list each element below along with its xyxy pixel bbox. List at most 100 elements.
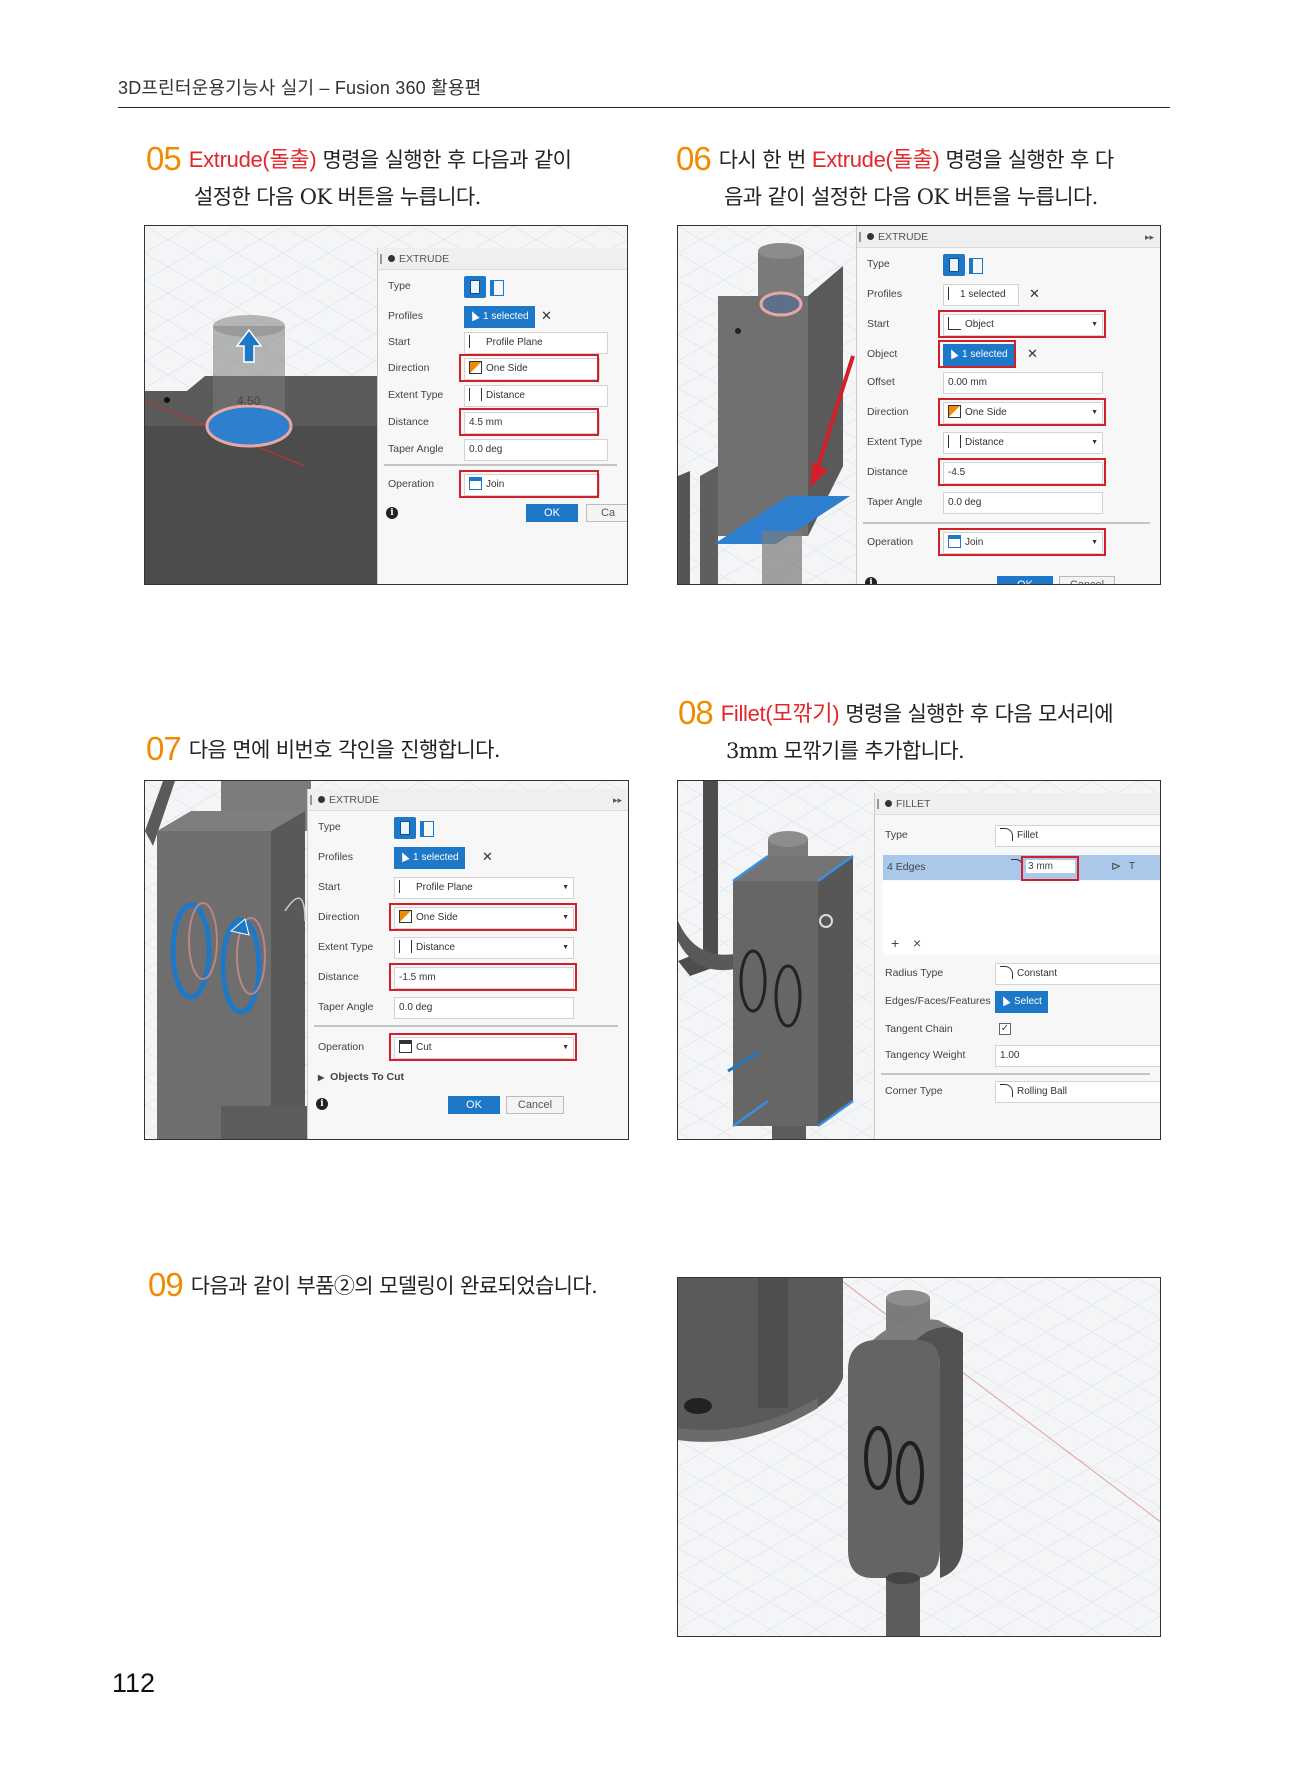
- collapse-icon[interactable]: [867, 233, 874, 240]
- step-number: 05: [146, 140, 182, 177]
- remove-icon[interactable]: ×: [913, 935, 922, 951]
- running-header: 3D프린터운용기능사 실기 – Fusion 360 활용편: [118, 74, 1170, 108]
- tangent-icon[interactable]: ⊳: [1111, 859, 1122, 873]
- clear-selection-icon[interactable]: ✕: [541, 308, 552, 323]
- select-button[interactable]: Select: [995, 991, 1048, 1013]
- command-name: Fillet(모깎기): [720, 701, 840, 726]
- tangent-chain-checkbox[interactable]: ✓: [999, 1023, 1011, 1035]
- row-offset: Offset 0.00 mm: [857, 370, 1160, 396]
- collapse-icon[interactable]: [885, 800, 892, 807]
- direction-dropdown[interactable]: One Side▼: [394, 907, 574, 929]
- join-icon: [948, 535, 961, 548]
- viewport-3d: [678, 1278, 1160, 1636]
- edges-list: [883, 881, 1160, 955]
- corner-type-dropdown[interactable]: Rolling Ball: [995, 1081, 1160, 1103]
- edges-selection-row[interactable]: 4 Edges 3 mm ⊳ T: [883, 855, 1160, 881]
- taper-angle-input[interactable]: 0.0 deg: [464, 439, 608, 461]
- highlight-box: [938, 458, 1106, 486]
- cancel-button[interactable]: Ca: [586, 504, 627, 522]
- profiles-selection[interactable]: 1 selected: [464, 306, 535, 328]
- screenshot-step-06: EXTRUDE▸▸ Type Profiles 1 selected ✕ Sta…: [677, 225, 1161, 585]
- collapse-icon[interactable]: [388, 255, 395, 262]
- instruction-text-2: 설정한 다음 OK 버튼을 누릅니다.: [194, 185, 481, 209]
- cursor-arrow-icon: [398, 850, 410, 863]
- distance-input[interactable]: 4.5 mm: [464, 412, 600, 434]
- join-icon: [469, 477, 482, 490]
- start-dropdown[interactable]: Object▼: [943, 314, 1103, 336]
- distance-input[interactable]: -1.5 mm: [394, 967, 574, 989]
- step-number: 07: [146, 730, 182, 767]
- radius-input[interactable]: 3 mm: [1026, 860, 1075, 873]
- highlight-box: [459, 408, 599, 436]
- extent-type-dropdown[interactable]: Distance: [464, 385, 608, 407]
- start-dropdown[interactable]: Profile Plane▼: [394, 877, 574, 899]
- one-side-icon: [469, 361, 482, 374]
- extent-type-dropdown[interactable]: Distance▼: [394, 937, 574, 959]
- info-icon[interactable]: i: [865, 577, 877, 584]
- viewport-3d: [678, 781, 854, 1139]
- offset-input[interactable]: 0.00 mm: [943, 372, 1103, 394]
- operation-dropdown[interactable]: Join: [464, 474, 600, 496]
- ok-button[interactable]: OK: [526, 504, 578, 522]
- highlight-box: [459, 354, 599, 382]
- thin-extrude-icon[interactable]: [969, 258, 983, 274]
- clear-selection-icon[interactable]: ✕: [482, 849, 493, 864]
- highlight-box: [389, 963, 577, 991]
- info-icon[interactable]: i: [386, 507, 398, 519]
- profiles-selection[interactable]: 1 selected: [943, 284, 1019, 306]
- screenshot-step-09: [677, 1277, 1161, 1637]
- cancel-button[interactable]: Cancel: [506, 1096, 564, 1114]
- row-direction: Direction One Side▼: [857, 398, 1160, 426]
- fillet-type-dropdown[interactable]: Fillet: [995, 825, 1160, 847]
- row-distance: Distance -4.5: [857, 458, 1160, 486]
- radius-type-dropdown[interactable]: Constant: [995, 963, 1160, 985]
- row-object: Object 1 selected ✕: [857, 340, 1160, 368]
- one-side-extrude-icon[interactable]: [464, 276, 486, 298]
- clear-selection-icon[interactable]: ✕: [1027, 346, 1038, 361]
- row-operation: Operation Cut▼: [308, 1033, 628, 1061]
- row-objects-to-cut[interactable]: ▶Objects To Cut: [318, 1071, 405, 1083]
- operation-dropdown[interactable]: Join▼: [943, 532, 1103, 554]
- object-icon: [948, 317, 961, 330]
- object-selection[interactable]: 1 selected: [943, 344, 1014, 366]
- tangency-weight-input[interactable]: 1.00: [995, 1045, 1160, 1067]
- cut-icon: [399, 1040, 412, 1053]
- step-number: 06: [676, 140, 712, 177]
- add-icon[interactable]: +: [891, 935, 900, 951]
- viewport-3d: [145, 781, 311, 1139]
- taper-angle-input[interactable]: 0.0 deg: [394, 997, 574, 1019]
- ok-button[interactable]: OK: [448, 1096, 500, 1114]
- one-side-extrude-icon[interactable]: [394, 817, 416, 839]
- extent-type-dropdown[interactable]: Distance▼: [943, 432, 1103, 454]
- command-name: Extrude(돌출): [811, 147, 940, 172]
- profile-plane-icon: [469, 335, 482, 348]
- row-type: Type Fillet: [875, 823, 1160, 849]
- cancel-button[interactable]: Cancel: [1059, 576, 1115, 584]
- info-icon[interactable]: i: [316, 1098, 328, 1110]
- row-extent-type: Extent Type Distance▼: [857, 430, 1160, 456]
- direction-dropdown[interactable]: One Side▼: [943, 402, 1103, 424]
- start-dropdown[interactable]: Profile Plane: [464, 332, 608, 354]
- operation-dropdown[interactable]: Cut▼: [394, 1037, 574, 1059]
- collapse-icon[interactable]: [318, 796, 325, 803]
- direction-dropdown[interactable]: One Side: [464, 358, 600, 380]
- clear-selection-icon[interactable]: ✕: [1029, 286, 1040, 301]
- thin-extrude-icon[interactable]: [420, 821, 434, 837]
- expand-icon[interactable]: ▸▸: [1144, 232, 1154, 242]
- expand-icon[interactable]: ▸▸: [612, 795, 622, 805]
- row-type: Type: [378, 274, 627, 300]
- running-title: 3D프린터운용기능사 실기 – Fusion 360 활용편: [118, 78, 482, 98]
- one-side-extrude-icon[interactable]: [943, 254, 965, 276]
- thin-extrude-icon[interactable]: [490, 280, 504, 296]
- ok-button[interactable]: OK: [997, 576, 1053, 584]
- distance-input[interactable]: -4.5: [943, 462, 1103, 484]
- instruction-text-2: 음과 같이 설정한 다음 OK 버튼을 누릅니다.: [724, 185, 1098, 209]
- instruction-text: 다음과 같이 부품②의 모델링이 완료되었습니다.: [190, 1274, 598, 1298]
- distance-icon: [469, 388, 482, 401]
- row-extent-type: Extent Type Distance: [378, 383, 627, 409]
- taper-angle-input[interactable]: 0.0 deg: [943, 492, 1103, 514]
- profiles-selection[interactable]: 1 selected: [394, 847, 465, 869]
